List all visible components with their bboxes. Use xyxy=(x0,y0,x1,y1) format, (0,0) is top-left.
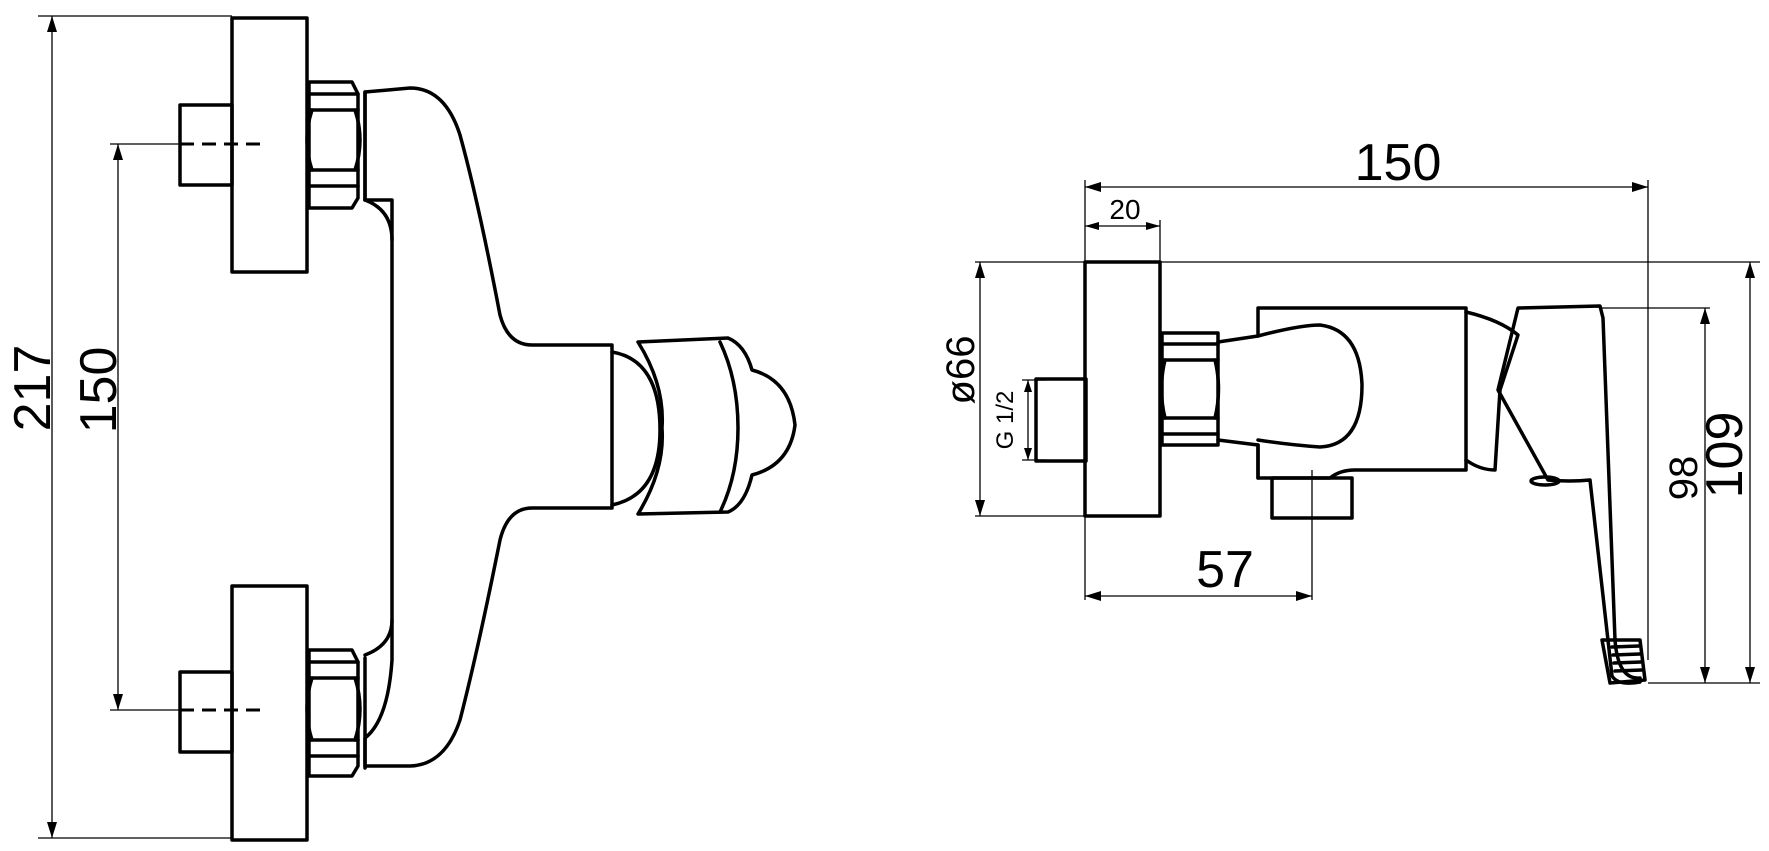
overall-height-label: 217 xyxy=(4,345,62,432)
dim-66 xyxy=(975,261,1085,517)
front-handle xyxy=(610,336,797,516)
handle-height-label: 98 xyxy=(1662,456,1706,501)
flange-diameter-label: ø66 xyxy=(939,336,983,405)
dim-109 xyxy=(1160,261,1760,684)
side-depth-label: 150 xyxy=(1355,134,1442,192)
total-height-label: 109 xyxy=(1696,412,1754,499)
outlet-offset-label: 57 xyxy=(1196,541,1254,599)
dim-57 xyxy=(1084,470,1313,601)
bottom-inlet xyxy=(178,584,367,842)
side-view: 150 20 ø66 G 1/2 xyxy=(939,134,1760,685)
dim-98 xyxy=(1600,307,1718,684)
side-body xyxy=(1216,306,1520,520)
dim-thread xyxy=(1022,379,1046,461)
front-view: 217 150 xyxy=(4,15,797,842)
inlet-spacing-label: 150 xyxy=(70,347,128,434)
dim-217 xyxy=(38,15,232,839)
side-hex-nut xyxy=(1159,331,1221,447)
dim-20 xyxy=(1085,220,1161,262)
dim-150-front xyxy=(110,143,180,711)
thread-label: G 1/2 xyxy=(992,391,1019,450)
side-lever xyxy=(1496,304,1647,685)
side-inlet-pipe xyxy=(1034,377,1088,463)
side-flange xyxy=(1083,260,1162,518)
mixer-body xyxy=(363,86,614,768)
dim-150-side xyxy=(1084,180,1649,660)
flange-depth-label: 20 xyxy=(1109,194,1140,225)
top-inlet xyxy=(178,16,367,274)
